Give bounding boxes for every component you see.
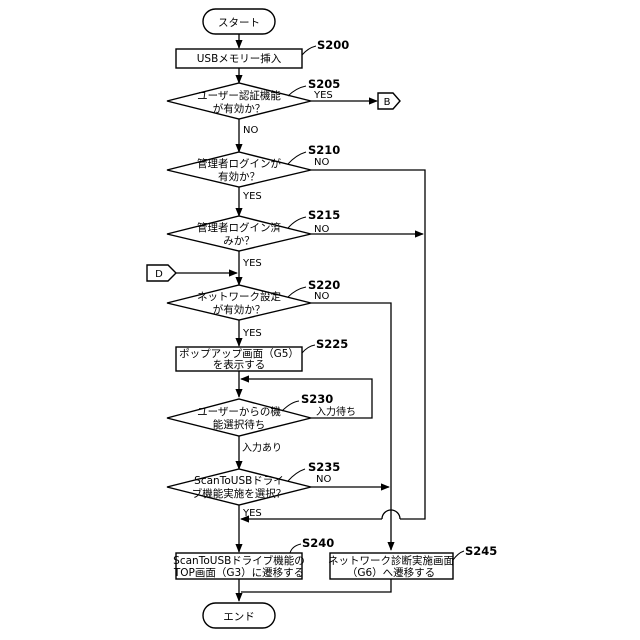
svg-text:ブ機能実施を選択？: ブ機能実施を選択？ <box>192 487 287 500</box>
start-terminal: スタート <box>203 9 275 34</box>
svg-text:ネットワーク診断実施画面: ネットワーク診断実施画面 <box>328 554 454 567</box>
svg-text:有効か？: 有効か？ <box>218 170 260 183</box>
svg-text:が有効か？: が有効か？ <box>213 102 266 115</box>
s215-yes-label: YES <box>242 258 262 269</box>
svg-text:S230: S230 <box>301 392 333 406</box>
decision-s215: 管理者ログイン済 みか？ S215 NO YES <box>167 208 340 269</box>
s220-no-label: NO <box>314 291 329 302</box>
svg-text:S240: S240 <box>302 536 334 550</box>
svg-text:ScanToUSBドライブ機能の: ScanToUSBドライブ機能の <box>173 554 305 567</box>
s235-no-label: NO <box>316 474 331 485</box>
svg-text:管理者ログインが: 管理者ログインが <box>197 157 281 170</box>
step-s240: ScanToUSBドライブ機能の TOP画面（G3）に遷移する S240 <box>173 536 334 579</box>
s210-yes-label: YES <box>242 191 262 202</box>
svg-text:（G6）へ遷移する: （G6）へ遷移する <box>347 566 435 579</box>
svg-text:TOP画面（G3）に遷移する: TOP画面（G3）に遷移する <box>173 566 304 579</box>
svg-text:能選択待ち: 能選択待ち <box>213 418 266 431</box>
connector-d: D <box>147 265 176 281</box>
s235-yes-label: YES <box>242 508 262 519</box>
decision-s230: ユーザーからの機 能選択待ち S230 入力待ち 入力あり <box>167 392 356 454</box>
step-s245: ネットワーク診断実施画面 （G6）へ遷移する S245 <box>328 544 497 579</box>
end-terminal: エンド <box>203 603 275 628</box>
svg-text:S220: S220 <box>308 278 340 292</box>
s230-input-label: 入力あり <box>242 441 282 454</box>
decision-s220: ネットワーク設定 が有効か？ S220 NO YES <box>167 278 340 339</box>
svg-text:みか？: みか？ <box>223 235 255 247</box>
svg-text:B: B <box>384 97 391 108</box>
svg-text:S235: S235 <box>308 460 340 474</box>
svg-text:スタート: スタート <box>218 17 260 29</box>
connector-b: B <box>378 93 400 109</box>
step-s200: USBメモリー挿入 S200 <box>176 38 349 68</box>
svg-text:USBメモリー挿入: USBメモリー挿入 <box>197 52 282 65</box>
svg-text:S210: S210 <box>308 143 340 157</box>
svg-text:ScanToUSBドライ: ScanToUSBドライ <box>194 475 284 487</box>
s230-waiting-label: 入力待ち <box>316 405 356 418</box>
decision-s205: ユーザー認証機能 が有効か？ S205 YES NO <box>167 77 340 136</box>
s205-no-label: NO <box>243 125 258 136</box>
svg-text:を表示する: を表示する <box>213 358 266 371</box>
svg-text:管理者ログイン済: 管理者ログイン済 <box>197 221 281 234</box>
s215-no-label: NO <box>314 224 329 235</box>
svg-text:ユーザーからの機: ユーザーからの機 <box>197 405 281 418</box>
s210-no-label: NO <box>314 157 329 168</box>
svg-text:ユーザー認証機能: ユーザー認証機能 <box>197 89 281 102</box>
s220-yes-label: YES <box>242 328 262 339</box>
svg-text:S225: S225 <box>316 337 348 351</box>
flow-lines <box>176 34 425 601</box>
svg-text:が有効か？: が有効か？ <box>213 303 266 316</box>
svg-text:S205: S205 <box>308 77 340 91</box>
svg-text:ネットワーク設定: ネットワーク設定 <box>197 290 281 303</box>
svg-text:D: D <box>155 269 163 280</box>
step-s225: ポップアップ画面（G5） を表示する S225 <box>176 337 348 371</box>
svg-text:S200: S200 <box>317 38 349 52</box>
s205-yes-label: YES <box>313 90 333 101</box>
decision-s235: ScanToUSBドライ ブ機能実施を選択？ S235 NO YES <box>167 460 340 519</box>
svg-text:エンド: エンド <box>223 611 255 623</box>
svg-text:S245: S245 <box>465 544 497 558</box>
svg-text:S215: S215 <box>308 208 340 222</box>
decision-s210: 管理者ログインが 有効か？ S210 NO YES <box>167 143 340 202</box>
